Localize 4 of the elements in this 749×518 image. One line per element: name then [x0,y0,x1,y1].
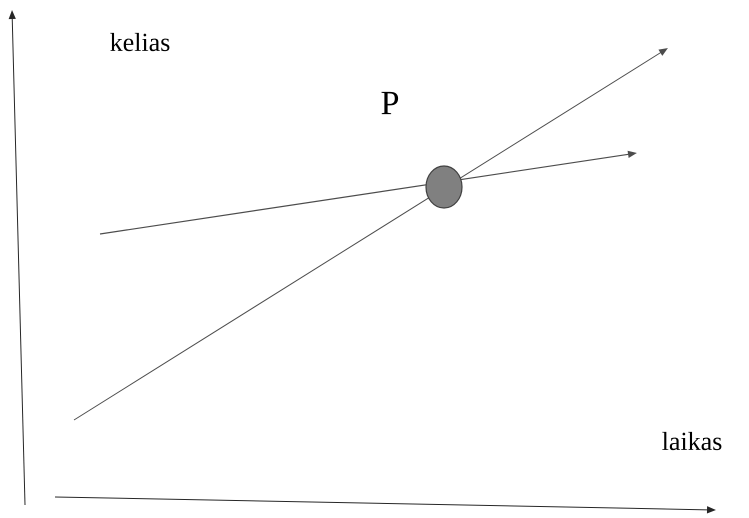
intersection-point [425,165,463,209]
axis-label: kelias [110,32,170,52]
point-label: P [382,92,398,114]
axis-label: laikas [662,432,722,450]
